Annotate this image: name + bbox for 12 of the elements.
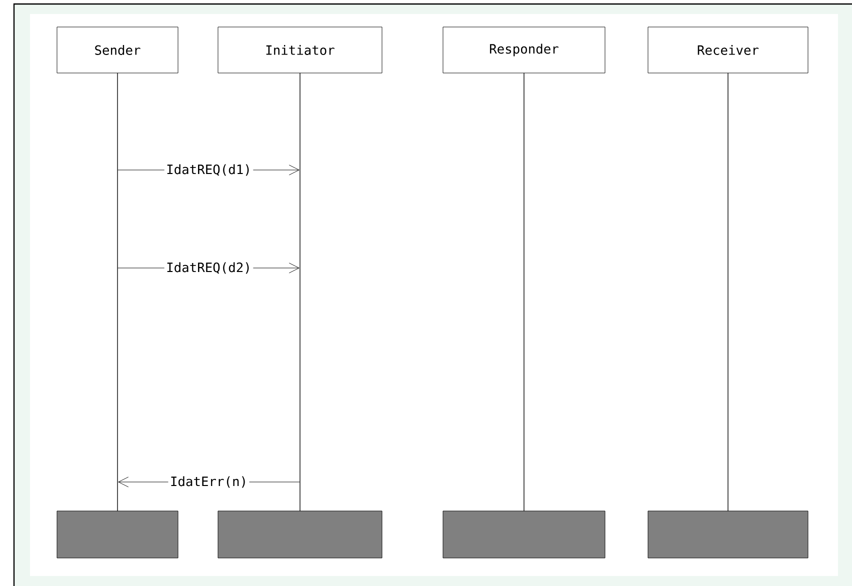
message-label: IdatREQ(d2): [164, 260, 254, 276]
participant-footer-box: [648, 510, 808, 558]
message-label: IdatErr(n): [168, 474, 250, 490]
participant-box: Initiator: [218, 26, 382, 74]
message-label: IdatREQ(d1): [164, 162, 254, 178]
participant-footer-box: [218, 510, 382, 558]
participant-box: Receiver: [648, 26, 808, 74]
participant-box: Sender: [56, 26, 178, 74]
participant-box: Responder: [442, 26, 606, 74]
lifeline: [117, 73, 118, 511]
participant-footer-box: [442, 510, 606, 558]
participant-footer-box: [56, 510, 178, 558]
